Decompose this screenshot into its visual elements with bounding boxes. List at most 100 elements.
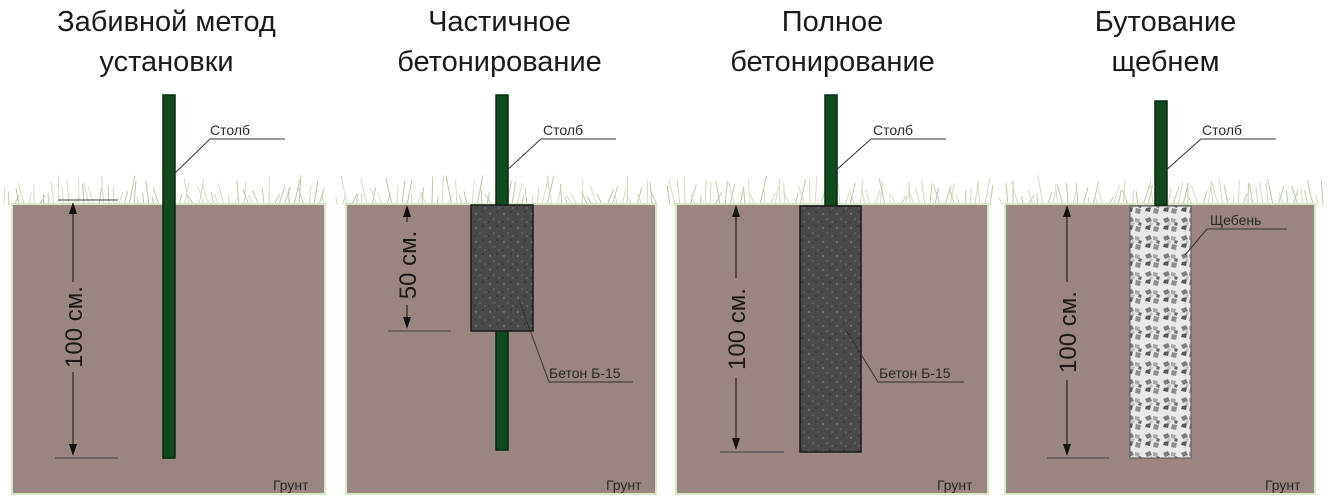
grass-blade xyxy=(666,185,671,206)
grass-blade xyxy=(1300,189,1304,206)
grass-blade xyxy=(283,186,292,206)
title-line-2: бетонирование xyxy=(730,46,935,78)
depth-label: 100 см. xyxy=(1055,291,1082,373)
grass-blade xyxy=(7,191,10,206)
grass-blade xyxy=(747,178,751,206)
pillar-label: Столб xyxy=(1202,122,1242,138)
grass-blade xyxy=(1117,189,1122,206)
grass-blade xyxy=(1315,194,1319,206)
grass-blade xyxy=(1066,183,1069,206)
grass-blade xyxy=(1277,185,1285,206)
diagram-partial-concrete: Столб Бетон Б-15 50 см. Грунт xyxy=(335,94,658,495)
grass-blade xyxy=(1247,183,1250,206)
grass-blade xyxy=(385,178,393,206)
grass-blade xyxy=(1122,180,1126,206)
grass-blade xyxy=(112,187,115,206)
grass-blade xyxy=(546,175,555,206)
grass-blade xyxy=(878,178,886,206)
grass-blade xyxy=(1037,175,1044,206)
gravel-block xyxy=(1129,205,1192,459)
grass-blade xyxy=(183,178,190,206)
grass-blade xyxy=(123,190,129,206)
grass-blade xyxy=(808,180,811,206)
pillar-leader xyxy=(833,138,946,173)
grass-blade xyxy=(1210,187,1214,206)
dim-arrow-up xyxy=(69,202,77,214)
grass-blade xyxy=(1223,184,1229,206)
grass-blade xyxy=(759,175,767,206)
grass-blade xyxy=(1265,182,1269,206)
panel-title: Бутование щебнем xyxy=(999,2,1332,82)
grass-blade xyxy=(874,189,881,206)
grass-blade xyxy=(313,180,319,206)
depth-label: 100 см. xyxy=(61,286,88,368)
grass-blade xyxy=(1258,181,1264,206)
soil-label: Грунт xyxy=(1265,477,1301,493)
grass-blade xyxy=(202,186,210,206)
grass-blade xyxy=(441,175,444,206)
diagram-driven: Столб 100 см. Грунт xyxy=(3,94,326,495)
grass-blade xyxy=(298,175,302,206)
material-leader xyxy=(518,299,633,383)
grass-blade xyxy=(556,188,562,206)
grass-blade xyxy=(1291,186,1299,206)
grass-blade xyxy=(859,179,864,206)
grass-blade xyxy=(133,180,137,206)
grass-blade xyxy=(739,186,745,206)
pillar xyxy=(824,94,838,208)
dim-arrow-down xyxy=(732,438,740,450)
panel-driven: Забивной метод установки Столб 100 см. Г… xyxy=(0,0,333,498)
grass-blade xyxy=(17,182,25,206)
grass-blade xyxy=(341,195,346,206)
soil-label: Грунт xyxy=(937,477,973,493)
grass-blade xyxy=(920,180,926,206)
grass-blade xyxy=(82,183,85,206)
grass-blade xyxy=(646,180,649,206)
panel-title: Частичное бетонирование xyxy=(333,2,666,82)
grass-blade xyxy=(524,187,528,206)
depth-label: 50 см. xyxy=(395,231,422,300)
grass-blade xyxy=(929,183,933,206)
grass-blade xyxy=(431,176,434,206)
pillar-leader xyxy=(171,138,285,177)
material-label: Бетон Б-15 xyxy=(879,365,951,381)
grass-blade xyxy=(480,189,483,206)
depth-label: 100 см. xyxy=(724,288,751,370)
grass-blade xyxy=(198,178,205,206)
grass-blade xyxy=(87,186,95,206)
grass-blade xyxy=(66,179,70,206)
grass-blade xyxy=(837,183,841,206)
grass-blade xyxy=(969,188,972,206)
dim-arrow-down xyxy=(1063,444,1071,456)
grass-blade xyxy=(989,184,994,206)
grass-blade xyxy=(463,190,468,206)
grass-blade xyxy=(724,180,729,206)
grass-blade xyxy=(1202,190,1208,206)
grass-blade xyxy=(152,187,160,206)
grass-blade xyxy=(293,179,301,206)
grass-blade xyxy=(360,178,368,206)
grass-blade xyxy=(1304,190,1309,206)
grass-blade xyxy=(1149,180,1154,206)
grass-blade xyxy=(1082,186,1089,206)
title-line-2: щебнем xyxy=(1111,46,1220,78)
grass-blade xyxy=(964,189,967,206)
grass-blade xyxy=(278,185,286,206)
material-label: Бетон Б-15 xyxy=(549,365,621,381)
grass-blade xyxy=(340,175,348,206)
grass-blade xyxy=(1218,176,1224,206)
grass-blade xyxy=(1320,179,1324,206)
grass-blade xyxy=(1177,181,1184,206)
grass-blade xyxy=(848,188,856,206)
grass-blade xyxy=(1248,183,1254,206)
grass-blade xyxy=(61,184,65,206)
grass-blade xyxy=(57,175,60,206)
grass-blade xyxy=(308,184,312,206)
pillar-leader xyxy=(504,138,616,173)
grass-blade xyxy=(799,179,807,206)
grass-blade xyxy=(1306,180,1314,206)
grass-blade xyxy=(251,190,260,206)
grass-blade xyxy=(369,187,378,206)
grass-blade xyxy=(1052,190,1056,206)
panel-title: Полное бетонирование xyxy=(666,2,999,82)
